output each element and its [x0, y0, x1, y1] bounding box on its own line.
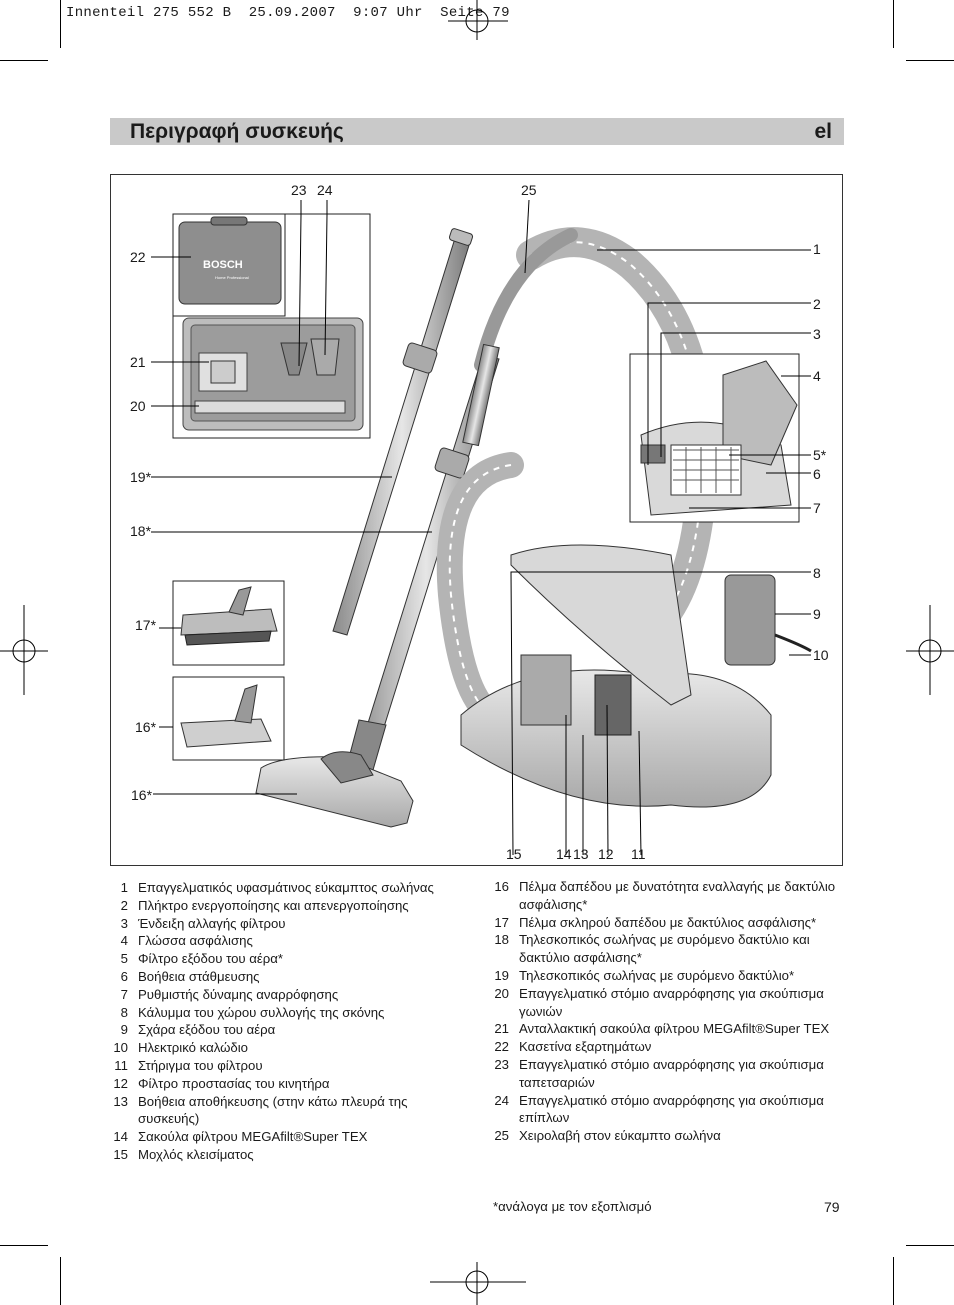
- callout-17: 17*: [135, 617, 157, 633]
- callout-11: 11: [631, 846, 646, 862]
- control-panel-detail: [629, 353, 800, 523]
- callout-3: 3: [813, 326, 821, 342]
- callout-8: 8: [813, 565, 821, 581]
- registration-mark-bottom: [430, 1262, 526, 1305]
- callout-13: 13: [573, 846, 589, 862]
- case-subbrand: Home Professional: [215, 275, 249, 280]
- page-title: Περιγραφή συσκευής: [130, 120, 344, 143]
- appliance-diagram: BOSCH Home Professional: [110, 174, 843, 866]
- callout-9: 9: [813, 606, 821, 622]
- registration-mark-left: [0, 605, 48, 695]
- language-code: el: [814, 120, 832, 143]
- switchable-floor-nozzle: [172, 676, 285, 761]
- footnote: *ανάλογα με τον εξοπλισμό: [493, 1199, 652, 1214]
- callout-23: 23: [291, 182, 307, 198]
- crop-mark: [906, 1245, 954, 1246]
- case-brand: BOSCH: [203, 259, 243, 271]
- registration-mark-top: [448, 0, 508, 40]
- crop-mark: [60, 0, 61, 48]
- callout-4: 4: [813, 368, 821, 384]
- print-header: Innenteil 275 552 B 25.09.2007 9:07 Uhr …: [66, 5, 510, 21]
- crop-mark: [906, 60, 954, 61]
- callout-16-b: 16*: [131, 787, 153, 803]
- callout-7: 7: [813, 500, 821, 516]
- callout-6: 6: [813, 466, 821, 482]
- callout-19: 19*: [130, 469, 152, 485]
- page-number: 79: [824, 1199, 840, 1215]
- callout-5: 5*: [813, 447, 827, 463]
- vacuum-body: [460, 544, 812, 808]
- callout-21: 21: [130, 354, 146, 370]
- crop-mark: [0, 60, 48, 61]
- section-title-bar: Περιγραφή συσκευής el: [110, 118, 844, 145]
- floor-nozzle: [255, 751, 414, 828]
- callout-18: 18*: [130, 523, 152, 539]
- crop-mark: [893, 1257, 894, 1305]
- callout-24: 24: [317, 182, 333, 198]
- appliance-illustration: BOSCH Home Professional: [151, 199, 812, 856]
- accessory-case: BOSCH Home Professional: [172, 213, 371, 439]
- crop-mark: [893, 0, 894, 48]
- callout-14: 14: [556, 846, 572, 862]
- telescopic-tubes: [332, 228, 500, 776]
- callout-25: 25: [521, 182, 537, 198]
- crop-mark: [0, 1245, 48, 1246]
- registration-mark-right: [906, 605, 954, 695]
- callout-10: 10: [813, 647, 829, 663]
- callout-2: 2: [813, 296, 821, 312]
- leader-lines: [151, 199, 811, 856]
- callout-1: 1: [813, 241, 821, 257]
- callout-16-a: 16*: [135, 719, 157, 735]
- hard-floor-nozzle: [172, 580, 285, 666]
- callout-12: 12: [598, 846, 614, 862]
- callout-15: 15: [506, 846, 522, 862]
- callout-22: 22: [130, 249, 146, 265]
- crop-mark: [60, 1257, 61, 1305]
- callout-20: 20: [130, 398, 146, 414]
